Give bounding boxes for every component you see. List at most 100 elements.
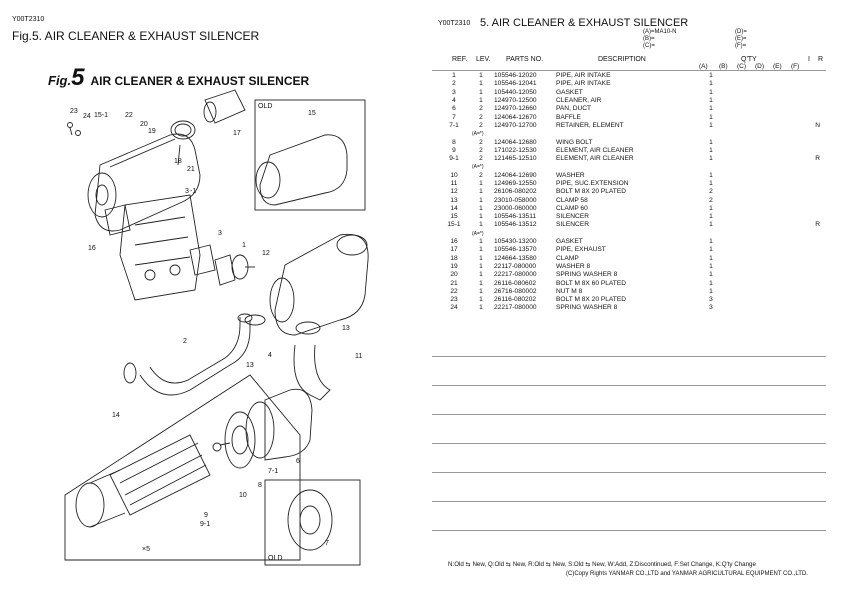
remark-cell <box>790 113 828 121</box>
ref-cell: 18 <box>450 254 458 262</box>
fig-number: 5 <box>71 64 85 91</box>
ref-cell: 15 <box>450 213 458 221</box>
part-number-cell: 124970-12500 <box>494 97 537 105</box>
part-number-cell: 105546-13511 <box>494 213 537 221</box>
rule-line <box>432 501 826 502</box>
table-subrow: (A=*) <box>436 230 828 238</box>
model-f: (F)= <box>735 43 747 49</box>
svg-text:OLD: OLD <box>258 103 272 110</box>
header-r: R <box>818 56 824 63</box>
fig-caption: AIR CLEANER & EXHAUST SILENCER <box>90 74 310 88</box>
applicability-note: (A=*) <box>472 230 484 237</box>
ref-cell: 24 <box>450 304 458 312</box>
remark-cell: R <box>815 155 820 163</box>
part-number-cell: 105546-13570 <box>494 246 537 254</box>
part-number-cell: 105430-13200 <box>494 238 537 246</box>
qty-other-cell <box>730 188 790 196</box>
level-cell: 2 <box>479 171 483 179</box>
ref-cell: 9-1 <box>449 155 459 163</box>
lower-parts-inset <box>64 374 301 561</box>
svg-text:11: 11 <box>355 353 362 360</box>
level-cell: 1 <box>479 213 483 221</box>
qty-other-cell <box>730 221 790 229</box>
qty-cell: 1 <box>709 254 713 262</box>
qty-cell: 1 <box>709 80 713 88</box>
svg-text:24: 24 <box>83 113 91 120</box>
qty-cell: 1 <box>709 213 713 221</box>
level-cell: 2 <box>479 138 483 146</box>
part-number-cell: 124969-12550 <box>494 180 537 187</box>
model-column-right: (D)= (E)= (F)= <box>735 29 747 50</box>
model-c: (C)= <box>643 43 655 49</box>
svg-text:17: 17 <box>233 130 241 137</box>
remark-cell <box>790 196 828 204</box>
ref-cell: 2 <box>452 80 456 88</box>
ref-cell: 17 <box>450 246 458 254</box>
header-lev: LEV. <box>476 56 491 63</box>
left-page-code: Y00T2310 <box>12 16 45 23</box>
exploded-parts-diagram: 23 24 15-1 22 20 19 17 18 21 OLD 15 3 -1… <box>64 89 369 566</box>
ref-cell: 20 <box>450 271 458 279</box>
qty-cell: 1 <box>709 238 713 246</box>
part-number-cell: 124664-13580 <box>494 254 537 262</box>
svg-text:15-1: 15-1 <box>94 112 108 119</box>
part-number-cell: 26116-080202 <box>494 296 537 304</box>
svg-text:7-1: 7-1 <box>268 468 278 475</box>
qty-col-f: (F) <box>791 63 800 70</box>
description-cell: ELEMENT, AIR CLEANER <box>556 146 634 154</box>
ref-cell: 16 <box>450 238 458 246</box>
qty-cell: 1 <box>709 97 713 105</box>
table-subrow: (A=*) <box>436 163 828 171</box>
level-cell: 1 <box>479 188 483 196</box>
description-cell: WASHER <box>556 171 585 179</box>
qty-other-cell <box>730 72 790 80</box>
svg-text:20: 20 <box>140 121 148 128</box>
qty-col-b: (B) <box>719 63 728 70</box>
level-cell: 1 <box>479 221 483 229</box>
level-cell: 1 <box>479 304 483 312</box>
remark-cell <box>790 180 828 188</box>
part-number-cell: 22217-080000 <box>494 271 537 279</box>
svg-text:18: 18 <box>174 158 182 165</box>
qty-other-cell <box>730 80 790 88</box>
description-cell: CLAMP 58 <box>556 196 588 204</box>
qty-other-cell <box>730 296 790 304</box>
svg-text:6: 6 <box>296 458 300 465</box>
remark-cell <box>790 89 828 97</box>
header-divider <box>432 70 826 71</box>
svg-text:16: 16 <box>88 245 96 252</box>
qty-cell: 1 <box>709 155 713 163</box>
rule-line <box>432 530 826 531</box>
ref-cell: 14 <box>450 204 458 212</box>
remark-cell <box>790 205 828 213</box>
remark-cell <box>790 172 828 180</box>
qty-other-cell <box>730 288 790 296</box>
svg-text:4: 4 <box>268 352 272 359</box>
remark-cell <box>790 263 828 271</box>
part-number-cell: 23000-060000 <box>494 204 537 212</box>
description-cell: RETAINER, ELEMENT <box>556 121 624 129</box>
svg-text:19: 19 <box>148 128 156 135</box>
qty-cell: 1 <box>709 221 713 229</box>
level-cell: 2 <box>479 105 483 113</box>
remark-cell <box>790 72 828 80</box>
qty-col-d: (D) <box>755 63 765 70</box>
level-cell: 1 <box>479 271 483 279</box>
qty-cell: 1 <box>709 113 713 121</box>
part-number-cell: 121465-12510 <box>494 155 537 163</box>
qty-cell: 1 <box>709 105 713 113</box>
qty-other-cell <box>730 147 790 155</box>
description-cell: WING BOLT <box>556 138 593 146</box>
